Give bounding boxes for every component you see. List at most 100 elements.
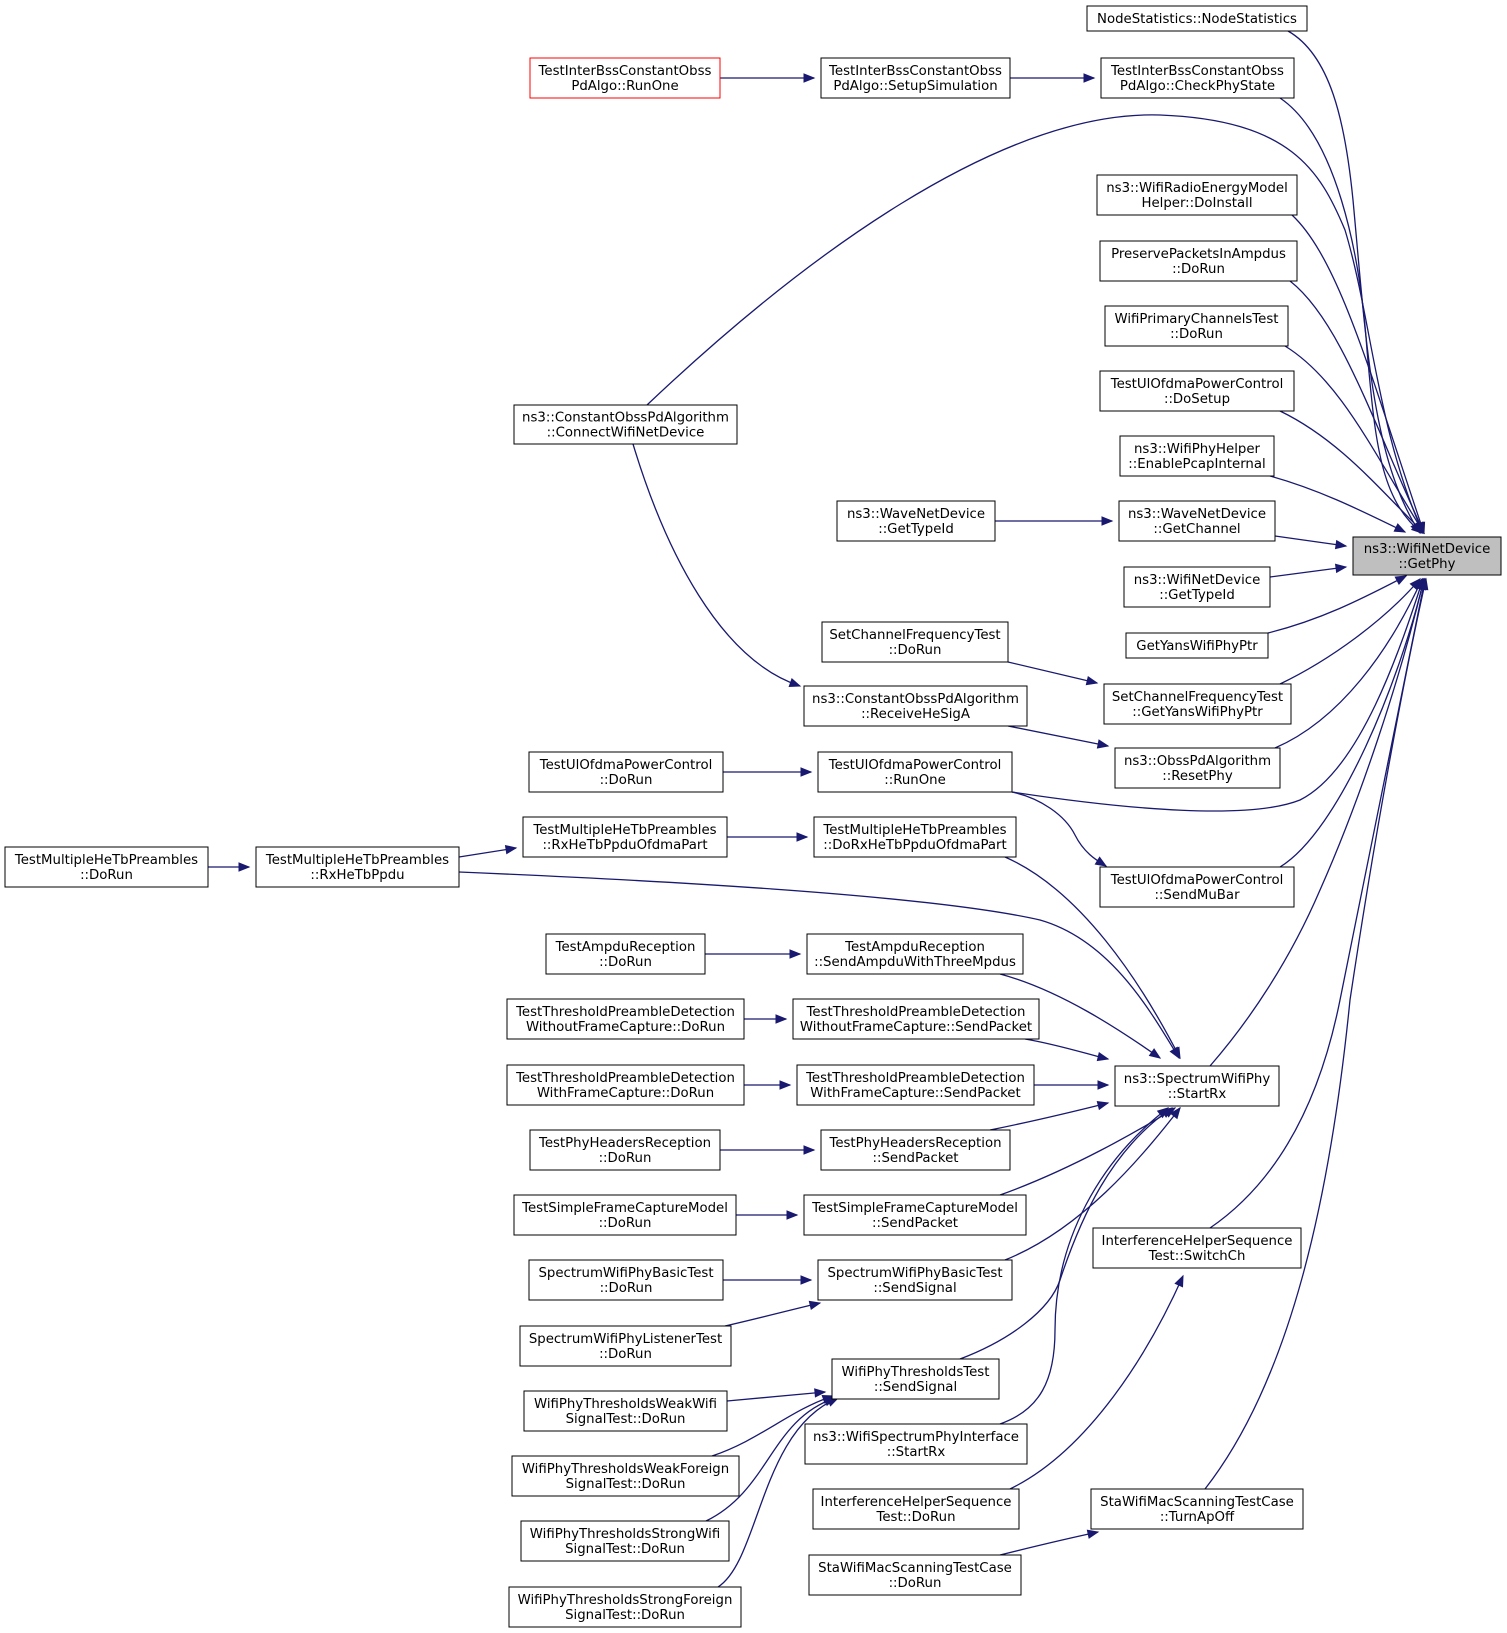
node-n28[interactable]: TestAmpduReception::SendAmpduWithThreeMp… — [806, 933, 1024, 975]
node-n50[interactable]: StaWifiMacScanningTestCase::DoRun — [808, 1554, 1022, 1596]
edge-arrowhead — [1169, 1106, 1181, 1120]
node-n35[interactable]: TestPhyHeadersReception::DoRun — [529, 1129, 721, 1171]
node-n14[interactable]: ns3::WifiNetDevice::GetTypeId — [1123, 566, 1271, 608]
node-box — [1099, 370, 1295, 412]
node-n25[interactable]: TestMultipleHeTbPreambles::DoRun — [4, 846, 209, 888]
node-n45[interactable]: WifiPhyThresholdsStrongForeignSignalTest… — [508, 1586, 742, 1628]
node-n4[interactable]: TestInterBssConstantObssPdAlgo::SetupSim… — [820, 57, 1011, 99]
node-n32[interactable]: TestThresholdPreambleDetectionWithFrameC… — [796, 1064, 1035, 1106]
node-n21[interactable]: TestUlOfdmaPowerControl::DoRun — [528, 751, 724, 793]
edge-n48-n47 — [1009, 1274, 1184, 1490]
edge-arrowhead — [504, 844, 518, 855]
node-n34[interactable]: TestPhyHeadersReception::SendPacket — [820, 1129, 1011, 1171]
node-n16[interactable]: SetChannelFrequencyTest::GetYansWifiPhyP… — [1103, 683, 1292, 725]
node-n7[interactable]: ns3::WifiRadioEnergyModelHelper::DoInsta… — [1096, 174, 1298, 216]
edge-arrowhead — [1393, 523, 1407, 533]
node-label-line: SpectrumWifiPhyListenerTest — [529, 1332, 722, 1347]
node-label-line: WithFrameCapture::SendPacket — [810, 1086, 1020, 1101]
edge-arrowhead — [779, 1080, 792, 1090]
node-n42[interactable]: WifiPhyThresholdsWeakWifiSignalTest::DoR… — [523, 1390, 728, 1432]
edge-line — [632, 443, 801, 687]
node-label-line: TestAmpduReception — [555, 940, 696, 955]
node-box — [1099, 240, 1298, 282]
node-label-line: ::DoRun — [1170, 327, 1223, 342]
node-box — [528, 751, 724, 793]
node-label-line: TestAmpduReception — [844, 940, 985, 955]
edge-arrowhead — [808, 1300, 822, 1311]
node-n49[interactable]: StaWifiMacScanningTestCase::TurnApOff — [1090, 1488, 1304, 1530]
edge-line — [705, 1397, 836, 1522]
edge-n34-n23 — [989, 1100, 1110, 1131]
node-n22[interactable]: TestUlOfdmaPowerControl::SendMuBar — [1099, 866, 1295, 908]
node-label-line: ns3::ConstantObssPdAlgorithm — [522, 411, 729, 426]
edge-line — [458, 871, 1180, 1059]
node-n17[interactable]: SetChannelFrequencyTest::DoRun — [821, 621, 1009, 663]
node-n8[interactable]: PreservePacketsInAmpdus::DoRun — [1099, 240, 1298, 282]
node-n3[interactable]: TestInterBssConstantObssPdAlgo::CheckPhy… — [1100, 57, 1295, 99]
node-n38[interactable]: SpectrumWifiPhyBasicTest::SendSignal — [817, 1259, 1013, 1301]
node-box — [820, 1129, 1011, 1171]
node-label-line: ns3::WifiSpectrumPhyInterface — [813, 1430, 1019, 1445]
node-box — [1086, 5, 1308, 32]
node-label-line: ::DoRun — [1172, 262, 1225, 277]
node-label-line: WifiPhyThresholdsWeakForeign — [522, 1462, 729, 1477]
node-n40[interactable]: SpectrumWifiPhyListenerTest::DoRun — [519, 1325, 732, 1367]
node-n29[interactable]: TestAmpduReception::DoRun — [545, 933, 706, 975]
node-n31[interactable]: TestThresholdPreambleDetectionWithoutFra… — [506, 998, 745, 1040]
edge-arrowhead — [1156, 1107, 1170, 1119]
edge-line — [1011, 578, 1424, 812]
node-label-line: TestThresholdPreambleDetection — [515, 1071, 735, 1086]
node-n20[interactable]: TestUlOfdmaPowerControl::RunOne — [817, 751, 1013, 793]
node-n39[interactable]: SpectrumWifiPhyBasicTest::DoRun — [528, 1259, 724, 1301]
edge-n39-n38 — [723, 1275, 813, 1285]
edge-n26-n27 — [727, 832, 809, 842]
edge-n4-n3 — [1010, 73, 1096, 83]
edge-arrowhead — [803, 73, 816, 83]
node-n44[interactable]: WifiPhyThresholdsStrongWifiSignalTest::D… — [520, 1520, 730, 1562]
node-n41[interactable]: WifiPhyThresholdsTest::SendSignal — [831, 1358, 1000, 1400]
node-n13[interactable]: ns3::WaveNetDevice::GetTypeId — [836, 500, 996, 542]
edge-n16-n1 — [1279, 577, 1421, 685]
node-box — [1114, 747, 1281, 789]
node-n19[interactable]: ns3::ConstantObssPdAlgorithm::ReceiveHeS… — [803, 685, 1028, 727]
node-label-line: ns3::ObssPdAlgorithm — [1124, 754, 1271, 769]
node-n30[interactable]: TestThresholdPreambleDetectionWithoutFra… — [792, 998, 1040, 1040]
node-label-line: TestMultipleHeTbPreambles — [822, 823, 1006, 838]
node-n33[interactable]: TestThresholdPreambleDetectionWithFrameC… — [506, 1064, 745, 1106]
node-label-line: WithoutFrameCapture::DoRun — [526, 1020, 725, 1035]
node-label-line: ::RxHeTbPpduOfdmaPart — [542, 838, 707, 853]
node-n36[interactable]: TestSimpleFrameCaptureModel::SendPacket — [803, 1194, 1027, 1236]
edge-arrowhead — [1101, 516, 1114, 526]
node-n18[interactable]: ns3::ObssPdAlgorithm::ResetPhy — [1114, 747, 1281, 789]
edge-n40-n38 — [724, 1300, 822, 1327]
node-n2[interactable]: NodeStatistics::NodeStatistics — [1086, 5, 1308, 32]
edge-line — [989, 1102, 1109, 1131]
node-n27[interactable]: TestMultipleHeTbPreambles::DoRxHeTbPpduO… — [813, 816, 1017, 858]
node-n43[interactable]: WifiPhyThresholdsWeakForeignSignalTest::… — [511, 1455, 740, 1497]
node-n46[interactable]: ns3::WifiSpectrumPhyInterface::StartRx — [804, 1423, 1028, 1465]
node-n23[interactable]: ns3::SpectrumWifiPhy::StartRx — [1114, 1065, 1280, 1107]
node-n10[interactable]: TestUlOfdmaPowerControl::DoSetup — [1099, 370, 1295, 412]
edge-arrowhead — [789, 949, 802, 959]
node-n12[interactable]: ns3::WaveNetDevice::GetChannel — [1118, 500, 1276, 542]
edge-n27-n23 — [1004, 856, 1181, 1060]
node-n26[interactable]: TestMultipleHeTbPreambles::RxHeTbPpduOfd… — [522, 816, 728, 858]
edge-n8-n1 — [1289, 280, 1425, 535]
node-box — [520, 1520, 730, 1562]
node-label-line: StaWifiMacScanningTestCase — [1100, 1495, 1294, 1510]
node-n6[interactable]: ns3::ConstantObssPdAlgorithm::ConnectWif… — [513, 404, 738, 445]
node-n15[interactable]: GetYansWifiPhyPtr — [1125, 632, 1269, 659]
node-box — [808, 1554, 1022, 1596]
node-n1[interactable]: ns3::WifiNetDevice::GetPhy — [1352, 536, 1502, 576]
node-n37[interactable]: TestSimpleFrameCaptureModel::DoRun — [513, 1194, 737, 1236]
node-n9[interactable]: WifiPrimaryChannelsTest::DoRun — [1104, 305, 1289, 347]
node-box — [820, 57, 1011, 99]
node-label-line: Test::DoRun — [875, 1510, 955, 1525]
node-n24[interactable]: TestMultipleHeTbPreambles::RxHeTbPpdu — [255, 846, 460, 888]
node-n11[interactable]: ns3::WifiPhyHelper::EnablePcapInternal — [1119, 435, 1275, 477]
node-label-line: WithoutFrameCapture::SendPacket — [800, 1020, 1032, 1035]
node-label-line: ::DoRxHeTbPpduOfdmaPart — [823, 838, 1006, 853]
